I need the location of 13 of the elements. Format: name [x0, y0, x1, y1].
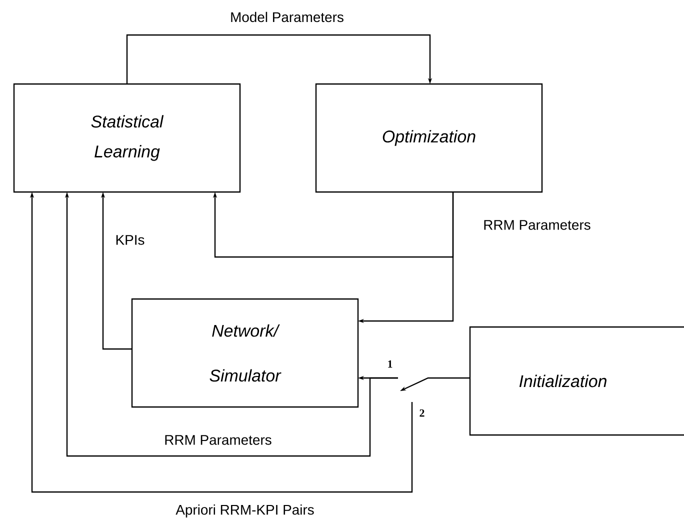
edge-label: Apriori RRM-KPI Pairs [174, 504, 316, 518]
arrow [126, 34, 432, 84]
process-box: Network/ Simulator [131, 298, 359, 408]
process-box: Statistical Learning [13, 83, 241, 193]
arrow [212, 192, 454, 258]
process-box: Optimization [315, 83, 543, 193]
switch-contact-number: 1 [388, 360, 392, 368]
edge-label: RRM Parameters [482, 219, 592, 231]
process-box: Initialization [469, 326, 684, 436]
switch-contact-number: 2 [420, 409, 424, 417]
edge-label: RRM Parameters [163, 434, 273, 446]
edge-label: KPIs [114, 234, 146, 246]
edge-label: Model Parameters [229, 10, 345, 24]
